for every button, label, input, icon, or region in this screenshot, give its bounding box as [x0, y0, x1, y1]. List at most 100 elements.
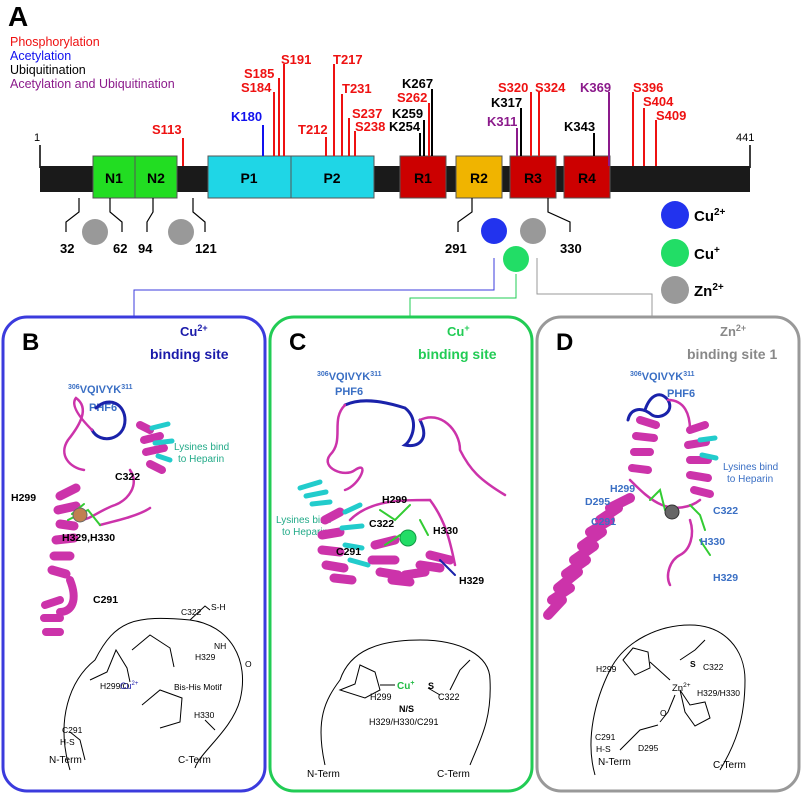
scheme-c	[320, 639, 491, 766]
panel-b-h299: H299	[11, 492, 36, 504]
svg-text:Cu2+: Cu2+	[694, 207, 726, 225]
domain-p2: P2	[323, 170, 340, 186]
ptm-labels: S113 K180 S184 S185 S191 T212 T217 T231 …	[152, 52, 686, 137]
scheme-c-nterm: N-Term	[307, 769, 340, 780]
scheme-d-c291: C291	[595, 732, 616, 742]
site-k267: K267	[402, 76, 433, 91]
domain-r4: R4	[578, 170, 596, 186]
cu1-circle	[503, 246, 529, 272]
site-s113: S113	[152, 122, 182, 137]
site-s396: S396	[633, 80, 663, 95]
scheme-b-bishis: Bis-His Motif	[174, 682, 222, 692]
scheme-d-c322: C322	[703, 662, 724, 672]
panel-d-pep-sup1: 306	[630, 371, 642, 378]
connector-zn	[536, 258, 653, 317]
scheme-b	[63, 605, 244, 771]
panel-b-h329: H329,H330	[62, 532, 115, 544]
protein-ribbon-b	[40, 396, 175, 636]
site-k259: K259	[392, 106, 423, 121]
panel-d-lysines-1: Lysines bind	[723, 462, 778, 473]
scheme-c-h299: H299	[370, 692, 392, 702]
legend-acetylation: Acetylation	[10, 49, 71, 63]
domain-r2: R2	[470, 170, 488, 186]
scheme-b-cu: Cu	[120, 681, 132, 691]
cu1-atom-c	[399, 529, 417, 547]
panel-c-frame	[268, 315, 534, 793]
scheme-d	[590, 624, 746, 776]
scheme-b-nh: NH	[214, 641, 226, 651]
scheme-d-nterm: N-Term	[598, 757, 631, 768]
legend-cu1-sup: +	[714, 245, 720, 256]
panel-c-title: binding site	[418, 346, 497, 362]
legend-zn-sup: 2+	[712, 282, 724, 293]
panel-c-c291: C291	[336, 546, 361, 558]
site-s324: S324	[535, 80, 566, 95]
panel-b-lysines-1: Lysines bind	[174, 442, 229, 453]
panel-d-phf6: PHF6	[667, 388, 695, 400]
residue-end: 441	[736, 132, 754, 144]
panel-c-h299: H299	[382, 494, 407, 506]
scheme-c-s: S	[428, 681, 434, 691]
scheme-d-zn: Zn	[672, 683, 683, 694]
panel-c-h330: H330	[433, 525, 458, 537]
legend-cu1-circle	[661, 239, 689, 267]
scheme-c-cterm: C-Term	[437, 769, 470, 780]
panel-c-c322: C322	[369, 518, 394, 530]
panel-d-lysines-2: to Heparin	[727, 474, 773, 485]
panel-b-c291: C291	[93, 594, 118, 606]
panel-b-lysines-2: to Heparin	[178, 454, 224, 465]
scheme-b-cterm: C-Term	[178, 755, 211, 766]
domain-r2-box	[455, 155, 503, 199]
zn-circle-3	[520, 218, 546, 244]
svg-text:Cu+: Cu+	[694, 245, 720, 263]
domain-r3-box	[509, 155, 557, 199]
site-s404: S404	[643, 94, 674, 109]
site-s409: S409	[656, 108, 686, 123]
ion-legend: Cu2+ Cu+ Zn2+	[661, 201, 726, 304]
scheme-d-d295: D295	[638, 743, 659, 753]
panel-c-ion: Cu	[447, 324, 464, 339]
scheme-c-labels: H299 S C322 N/S H329/H330/C291 N-Term C-…	[307, 681, 470, 780]
domain-r4-box	[563, 155, 611, 199]
protein-ribbon-c	[297, 399, 507, 587]
site-s237: S237	[352, 106, 382, 121]
domain-r1: R1	[414, 170, 432, 186]
scheme-b-c291: C291	[62, 725, 83, 735]
residue-start: 1	[34, 132, 40, 144]
range-121: 121	[195, 241, 217, 256]
svg-text:306VQIVYK311: 306VQIVYK311	[68, 384, 133, 396]
range-291: 291	[445, 241, 467, 256]
panel-d-ion-sup: 2+	[736, 323, 746, 333]
scheme-d-znsup: 2+	[683, 682, 691, 689]
domain-n1: N1	[105, 170, 123, 186]
panel-b-ion: Cu	[180, 324, 197, 339]
legend-zn-circle	[661, 276, 689, 304]
panel-c-letter: C	[289, 329, 306, 356]
panel-c-pep-sup2: 311	[370, 371, 381, 378]
site-s185: S185	[244, 66, 274, 81]
panel-b-pep-sup2: 311	[121, 384, 132, 391]
scheme-b-h299o: H299/O	[100, 681, 130, 691]
scheme-d-s: S	[690, 659, 696, 669]
panel-b-c322: C322	[115, 471, 140, 483]
domain-r3: R3	[524, 170, 542, 186]
legend-acetylation-ubiquitination: Acetylation and Ubiquitination	[10, 77, 175, 91]
svg-text:Zn2+: Zn2+	[720, 323, 746, 339]
scheme-b-nterm: N-Term	[49, 755, 82, 766]
scheme-c-ns: N/S	[399, 704, 414, 714]
legend-cu2: Cu	[694, 208, 714, 225]
panel-b-frame	[1, 315, 267, 793]
panel-c-peptide: VQIVYK	[329, 371, 371, 383]
panel-d-title: binding site 1	[687, 346, 777, 362]
panel-c-ion-sup: +	[464, 323, 469, 333]
scheme-d-cterm: C-Term	[713, 760, 746, 771]
legend-cu2-circle	[661, 201, 689, 229]
range-94: 94	[138, 241, 153, 256]
connector-cu2	[133, 258, 495, 317]
panel-c-h329: H329	[459, 575, 484, 587]
panel-b-title: binding site	[150, 346, 229, 362]
scheme-d-labels: H299 S C322 H329/H330 O C291 H-S D295 N-…	[595, 659, 746, 771]
connector-cu1	[409, 274, 517, 317]
site-t217: T217	[333, 52, 363, 67]
